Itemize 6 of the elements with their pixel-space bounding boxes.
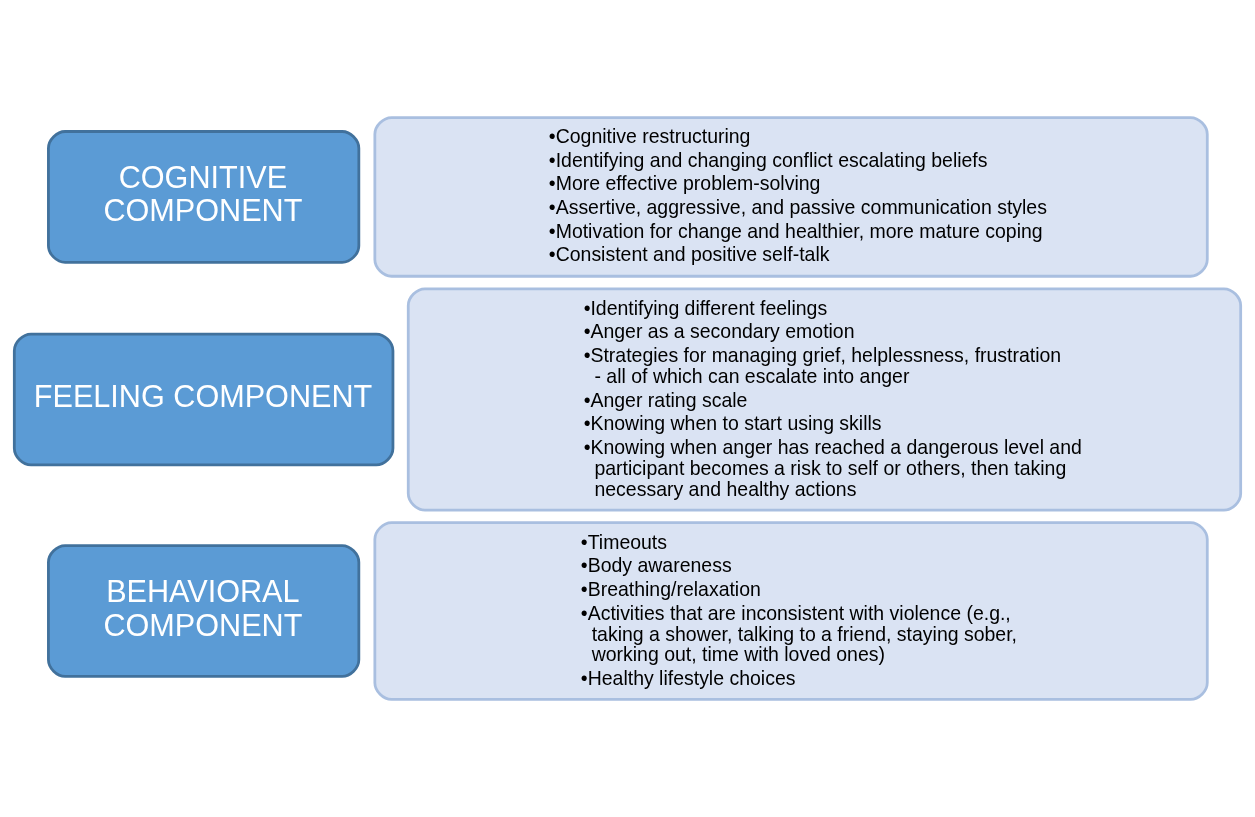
node-box: •Identifying different feelings •Anger as a secondary emotion •Strategies for managing grief, helplessness, frustration - all of which can escalate into anger •Anger rating scale •Knowing when to start using skills •Knowing when anger has reached a dangerous level and participant becomes a risk to self or others, then taking necessary and healthy actions <box>406 287 1243 512</box>
node-box: FEELING COMPONENT <box>12 332 395 467</box>
node-box: •Timeouts •Body awareness •Breathing/relaxation •Activities that are inconsistent with violence (e.g., taking a shower, talking to a friend, staying sober, working out, time with loved ones) •Healthy lifestyle choices <box>373 521 1209 701</box>
node-box: COGNITIVE COMPONENT <box>47 130 361 264</box>
node-box: •Cognitive restructuring •Identifying and changing conflict escalating beliefs •More effective problem-solving •Assertive, aggressive, and passive communication styles •Motivation for change and healthier, more mature coping •Consistent and positive self-talk <box>373 116 1209 278</box>
node-box: BEHAVIORAL COMPONENT <box>47 544 361 678</box>
